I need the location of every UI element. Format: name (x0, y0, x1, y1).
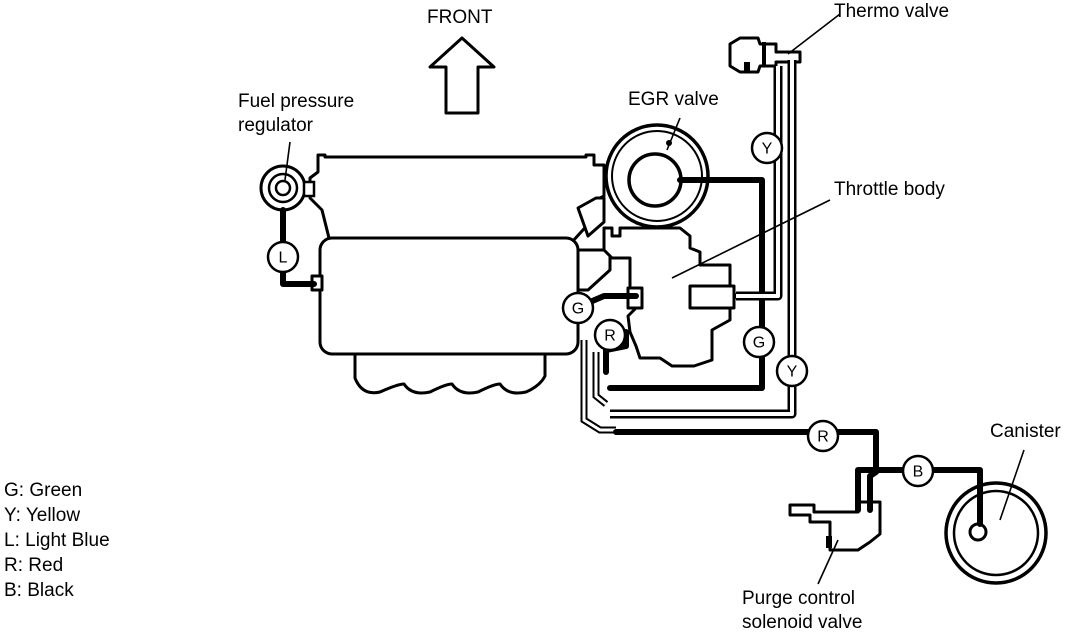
tag-yellow-upper: Y (750, 131, 784, 165)
hose-light-blue (280, 207, 317, 287)
legend-item: B: Black (4, 580, 74, 601)
fuel-regulator-label-line1: Fuel pressure (238, 91, 354, 112)
thermo-valve-label: Thermo valve (834, 1, 949, 22)
front-arrow-icon (428, 36, 496, 115)
color-legend: G: Green Y: Yellow L: Light Blue R: Red … (4, 480, 110, 601)
legend-item: R: Red (4, 555, 63, 576)
tag-light-blue: L (266, 240, 300, 274)
purge-control-solenoid-valve (788, 500, 882, 552)
legend-item: L: Light Blue (4, 530, 110, 551)
canister-label: Canister (990, 421, 1061, 442)
intake-plenum (308, 153, 606, 244)
tag-red-lower: R (806, 419, 840, 453)
tag-green-right: G (742, 325, 776, 359)
svg-text:Y: Y (787, 364, 798, 381)
canister (944, 481, 1048, 585)
legend-item: Y: Yellow (4, 505, 80, 526)
tag-green-left: G (561, 291, 595, 325)
leader-canister (999, 449, 1025, 521)
svg-text:L: L (279, 250, 288, 267)
egr-valve-label: EGR valve (628, 89, 719, 110)
leader-thermo (787, 13, 841, 55)
leader-fuel-regulator (284, 141, 291, 181)
svg-text:R: R (604, 328, 616, 345)
leader-throttle (671, 199, 831, 279)
svg-text:Y: Y (762, 141, 773, 158)
throttle-body-label: Throttle body (834, 179, 945, 200)
purge-valve-label-line1: Purge control (742, 588, 855, 609)
tag-black: B (901, 454, 935, 488)
egr-valve (604, 123, 710, 229)
svg-text:G: G (753, 335, 765, 352)
tag-red-upper: R (593, 318, 627, 352)
front-label: FRONT (427, 7, 493, 28)
intake-manifold (310, 236, 612, 395)
tag-yellow-lower: Y (775, 354, 809, 388)
legend-item: G: Green (4, 480, 82, 501)
fuel-regulator-label-line2: regulator (238, 115, 314, 136)
leader-purge (817, 539, 839, 585)
thermo-valve (728, 36, 802, 74)
fuel-pressure-regulator (259, 164, 316, 212)
svg-text:G: G (572, 301, 584, 318)
svg-text:R: R (817, 429, 829, 446)
leader-egr (666, 117, 681, 151)
svg-text:B: B (913, 464, 924, 481)
purge-valve-label-line2: solenoid valve (742, 612, 862, 632)
